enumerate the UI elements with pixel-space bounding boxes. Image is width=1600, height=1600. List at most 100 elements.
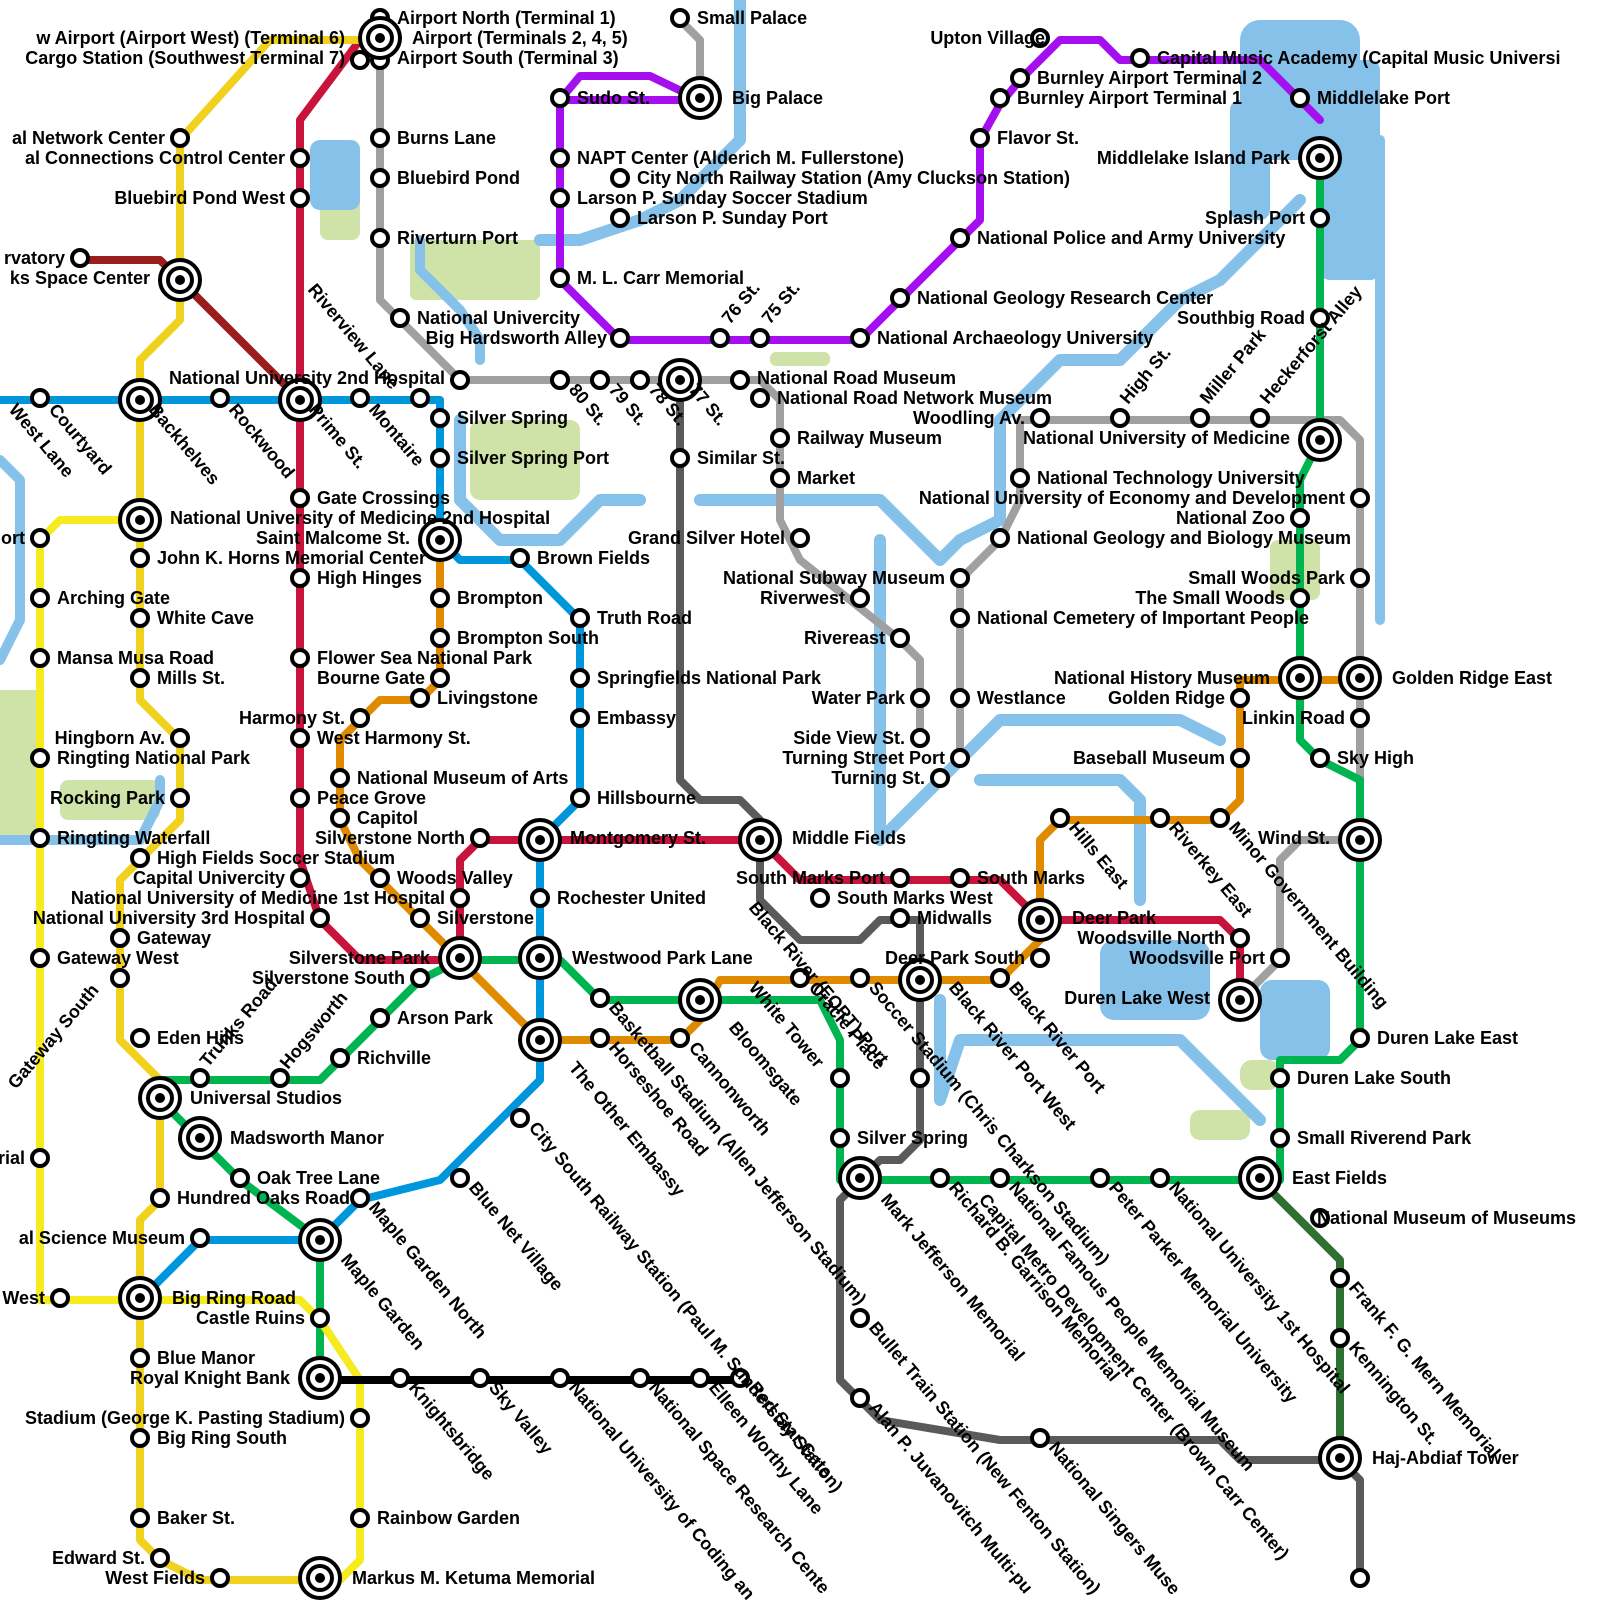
station-label[interactable]: Rochester United (557, 888, 706, 908)
station-label-rotated[interactable]: National Singers Muse (1045, 1438, 1184, 1599)
station-marker[interactable] (612, 330, 628, 346)
station-label[interactable]: Airport South (Terminal 3) (397, 48, 619, 68)
station-label[interactable]: National University of Economy and Devel… (919, 488, 1345, 508)
station-label[interactable]: Turning St. (831, 768, 925, 788)
station-label[interactable]: Brown Fields (537, 548, 650, 568)
station-marker[interactable] (1012, 70, 1028, 86)
station-label[interactable]: National History Museum (1054, 668, 1270, 688)
station-marker[interactable] (992, 90, 1008, 106)
station-label[interactable]: Madsworth Manor (230, 1128, 384, 1148)
station-marker[interactable] (1192, 410, 1208, 426)
station-label-rotated[interactable]: Kennington St. (1345, 1338, 1443, 1449)
station-marker[interactable] (952, 610, 968, 626)
station-marker[interactable] (132, 610, 148, 626)
station-label[interactable]: Sky High (1337, 748, 1414, 768)
station-label[interactable]: Brompton (457, 588, 543, 608)
station-label[interactable]: Mills St. (157, 668, 225, 688)
station-marker[interactable] (192, 1070, 208, 1086)
station-marker[interactable] (32, 650, 48, 666)
station-marker[interactable] (552, 90, 568, 106)
station-marker[interactable] (1052, 810, 1068, 826)
station-marker[interactable] (612, 210, 628, 226)
station-label[interactable]: Ringting National Park (57, 748, 251, 768)
station-label[interactable]: Small Palace (697, 8, 807, 28)
station-label[interactable]: Capital Univercity (133, 868, 285, 888)
station-label[interactable]: Riverwest (760, 588, 845, 608)
station-marker[interactable] (432, 670, 448, 686)
station-label[interactable]: West (2, 1288, 45, 1308)
station-marker[interactable] (1352, 1030, 1368, 1046)
station-marker[interactable] (1272, 1070, 1288, 1086)
station-marker[interactable] (832, 1130, 848, 1146)
station-marker[interactable] (432, 590, 448, 606)
station-label[interactable]: Ringting Waterfall (57, 828, 210, 848)
interchange-universal-studios-hub[interactable] (140, 1078, 180, 1118)
station-marker[interactable] (1232, 930, 1248, 946)
station-marker[interactable] (392, 1370, 408, 1386)
interchange-silverstone-park-hub[interactable] (440, 938, 480, 978)
station-marker[interactable] (292, 190, 308, 206)
interchange-maple-garden-hub[interactable] (300, 1220, 340, 1260)
station-marker[interactable] (132, 1350, 148, 1366)
interchange-madsworth-hub[interactable] (180, 1118, 220, 1158)
station-marker[interactable] (132, 1030, 148, 1046)
station-label[interactable]: South Marks West (837, 888, 993, 908)
station-label[interactable]: Middlelake Island Park (1097, 148, 1291, 168)
station-label[interactable]: rvatory (4, 248, 65, 268)
station-marker[interactable] (792, 530, 808, 546)
station-label[interactable]: Gate Crossings (317, 488, 450, 508)
station-label[interactable]: Duren Lake East (1377, 1028, 1518, 1048)
station-label[interactable]: Woodling Av. (913, 408, 1025, 428)
station-marker[interactable] (572, 790, 588, 806)
station-marker[interactable] (72, 250, 88, 266)
station-marker[interactable] (552, 1370, 568, 1386)
interchange-bloomsgate-hub[interactable] (680, 980, 720, 1020)
station-marker[interactable] (512, 550, 528, 566)
station-label[interactable]: Flavor St. (997, 128, 1079, 148)
station-label[interactable]: National Univercity (417, 308, 580, 328)
interchange-mark-jefferson-hub[interactable] (840, 1158, 880, 1198)
station-marker[interactable] (552, 270, 568, 286)
station-label-rotated[interactable]: Heckerforst Alley (1256, 282, 1366, 408)
station-label[interactable]: Silver Spring (857, 1128, 968, 1148)
station-label[interactable]: National University of Medicine 2nd Hosp… (170, 508, 550, 528)
station-marker[interactable] (332, 810, 348, 826)
station-label[interactable]: Southbig Road (1177, 308, 1305, 328)
station-label[interactable]: High Hinges (317, 568, 422, 588)
station-label[interactable]: Hingborn Av. (55, 728, 165, 748)
station-label[interactable]: West Harmony St. (317, 728, 471, 748)
station-marker[interactable] (892, 630, 908, 646)
station-label[interactable]: Mansa Musa Road (57, 648, 214, 668)
station-marker[interactable] (912, 730, 928, 746)
station-label[interactable]: National Subway Museum (723, 568, 945, 588)
station-label[interactable]: City North Railway Station (Amy Cluckson… (637, 168, 1070, 188)
interchange-east-fields-hub[interactable] (1240, 1158, 1280, 1198)
station-label[interactable]: Flower Sea National Park (317, 648, 533, 668)
station-label[interactable]: Small Riverend Park (1297, 1128, 1472, 1148)
station-marker[interactable] (112, 970, 128, 986)
station-label[interactable]: Montgomery St. (570, 828, 706, 848)
station-label[interactable]: Airport (Terminals 2, 4, 5) (412, 28, 628, 48)
station-marker[interactable] (692, 1370, 708, 1386)
interchange-duren-lake-west-hub[interactable] (1220, 980, 1260, 1020)
station-marker[interactable] (892, 870, 908, 886)
station-marker[interactable] (132, 1430, 148, 1446)
interchange-royal-knight-hub[interactable] (300, 1358, 340, 1398)
station-marker[interactable] (732, 372, 748, 388)
station-marker[interactable] (572, 710, 588, 726)
station-marker[interactable] (952, 750, 968, 766)
station-label[interactable]: w Airport (Airport West) (Terminal 6) (35, 28, 345, 48)
station-label[interactable]: High Fields Soccer Stadium (157, 848, 395, 868)
station-label[interactable]: Gateway West (57, 948, 179, 968)
station-label[interactable]: al Connections Control Center (25, 148, 285, 168)
station-marker[interactable] (352, 710, 368, 726)
station-marker[interactable] (1272, 1130, 1288, 1146)
station-marker[interactable] (32, 830, 48, 846)
station-marker[interactable] (292, 790, 308, 806)
station-label[interactable]: Hundred Oaks Road (177, 1188, 350, 1208)
station-marker[interactable] (952, 570, 968, 586)
station-label[interactable]: Capitol (357, 808, 418, 828)
station-marker[interactable] (852, 330, 868, 346)
station-marker[interactable] (552, 372, 568, 388)
station-marker[interactable] (1312, 750, 1328, 766)
